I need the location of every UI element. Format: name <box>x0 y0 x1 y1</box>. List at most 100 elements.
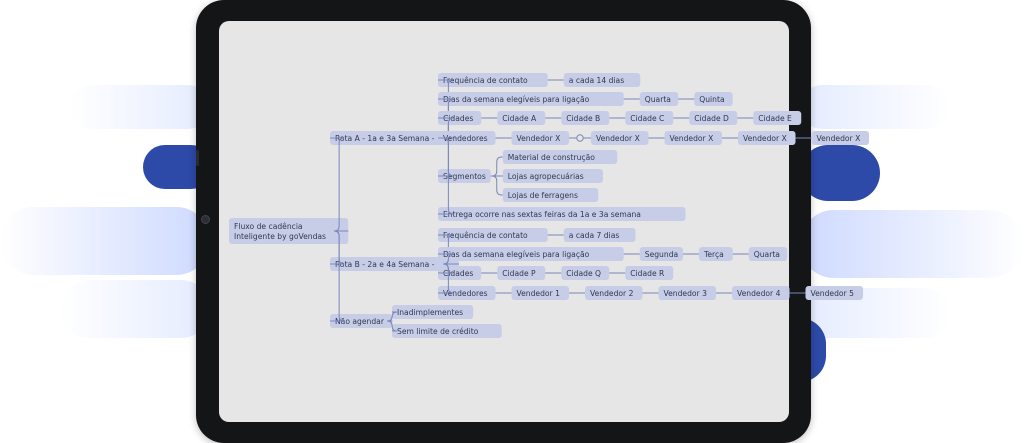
branch-0-child-4-sub-1-label: Lojas agropecuárias <box>508 172 584 181</box>
branch-0-child-3-chain-0: Vendedor X <box>511 131 569 145</box>
branch-1-child-3-chain-0: Vendedor 1 <box>511 286 569 300</box>
branch-0-child-2-chain-1-label: Cidade B <box>566 114 600 123</box>
edge-branch-2-child-1 <box>387 320 398 332</box>
branch-1-child-2-chain-1-label: Cidade Q <box>566 269 601 278</box>
branch-0-child-3-chain-2-box <box>664 131 722 145</box>
branch-0-child-1-chain-0-box <box>639 92 679 106</box>
branch-0-child-0: Frequência de contato <box>438 73 548 87</box>
branch-0-child-2-chain-2: Cidade C <box>625 111 674 125</box>
branch-0-child-3-chain-3-box <box>738 131 796 145</box>
branch-0-child-2-chain-2-box <box>625 111 674 125</box>
branch-0-child-2-chain-3: Cidade D <box>689 111 738 125</box>
branch-0-child-3-chain-0-box <box>511 131 569 145</box>
branch-0-child-4-sub-0: Material de construção <box>502 150 618 164</box>
branch-1-child-1-chain-0-label: Segunda <box>645 250 678 259</box>
branch-0-child-0-chain-0-box <box>563 73 641 87</box>
branch-node-1-label: Rota B - 2a e 4a Semana - <box>335 260 435 269</box>
branch-node-0: Rota A - 1a e 3a Semana - <box>330 131 459 145</box>
branch-0-child-1: Dias da semana elegíveis para ligação <box>438 92 624 106</box>
branch-2-child-0-box <box>392 305 474 319</box>
branch-1-child-0: Frequência de contato <box>438 228 548 242</box>
branch-2-child-1-box <box>392 324 502 338</box>
branch-0-child-3-chain-4: Vendedor X <box>811 131 869 145</box>
branch-0-child-0-label: Frequência de contato <box>443 76 528 85</box>
branch-0-child-2-chain-4-box <box>753 111 802 125</box>
branch-1-child-1-chain-2-box <box>748 247 788 261</box>
branch-1-child-2-label: Cidades <box>443 269 473 278</box>
branch-0-child-2-chain-3-box <box>689 111 738 125</box>
branch-1-child-0-box <box>438 228 548 242</box>
branch-1-child-3-chain-0-label: Vendedor 1 <box>517 289 561 298</box>
collapse-toggle-icon[interactable] <box>576 134 584 142</box>
branch-0-child-3-chain-3-label: Vendedor X <box>743 134 787 143</box>
branch-0-child-4-box <box>438 169 491 183</box>
branch-0-child-5-label: Entrega ocorre nas sextas feiras da 1a e… <box>443 210 641 219</box>
branch-0-child-3-box <box>438 131 496 145</box>
branch-1-child-2-chain-0-label: Cidade P <box>502 269 536 278</box>
branch-0-child-1-chain-1: Quinta <box>694 92 733 106</box>
branch-1-child-2-chain-2-box <box>625 266 674 280</box>
branch-0-child-4-sub-0-box <box>502 150 618 164</box>
branch-1-child-1-chain-0-box <box>639 247 683 261</box>
branch-2-child-0: Inadimplementes <box>392 305 474 319</box>
branch-0-child-2-chain-3-label: Cidade D <box>694 114 729 123</box>
branch-1-child-1-box <box>438 247 624 261</box>
branch-0-child-2-chain-2-label: Cidade C <box>630 114 664 123</box>
branch-1-child-2-chain-0-box <box>497 266 546 280</box>
branch-1-child-3-chain-2-box <box>658 286 716 300</box>
decor-glow-bar-left-top <box>70 85 210 129</box>
branch-1-child-3-chain-0-box <box>511 286 569 300</box>
branch-1-child-3-label: Vendedores <box>443 289 488 298</box>
branch-1-child-3-chain-1-box <box>585 286 643 300</box>
branch-0-child-1-label: Dias da semana elegíveis para ligação <box>443 95 590 104</box>
branch-0-child-1-chain-0: Quarta <box>639 92 679 106</box>
branch-0-child-4-sub-2-label: Lojas de ferragens <box>508 191 578 200</box>
decor-glow-bar-left-mid <box>0 207 210 275</box>
branch-1-child-3-chain-3-box <box>732 286 790 300</box>
branch-1-child-2-chain-1: Cidade Q <box>561 266 610 280</box>
branch-1-child-3-chain-2-label: Vendedor 3 <box>664 289 708 298</box>
branch-0-child-0-box <box>438 73 548 87</box>
branch-0-child-4-sub-2: Lojas de ferragens <box>502 188 599 202</box>
decor-glow-bar-left-bottom <box>60 280 210 338</box>
branch-1-child-1-chain-2-label: Quarta <box>754 250 780 259</box>
branch-node-2: Não agendar <box>330 314 393 328</box>
branch-0-child-1-chain-0-label: Quarta <box>645 95 671 104</box>
branch-1-child-3-chain-4-label: Vendedor 5 <box>811 289 855 298</box>
branch-0-child-3: Vendedores <box>438 131 496 145</box>
branch-1-child-1-chain-2: Quarta <box>748 247 788 261</box>
branch-1-child-2-chain-2: Cidade R <box>625 266 674 280</box>
branch-0-child-3-chain-1: Vendedor X <box>591 131 649 145</box>
branch-1-child-0-chain-0-label: a cada 7 dias <box>569 231 620 240</box>
branch-0-child-3-chain-3: Vendedor X <box>738 131 796 145</box>
branch-0-child-5-box <box>438 207 686 221</box>
branch-0-child-0-chain-0: a cada 14 dias <box>563 73 641 87</box>
branch-0-child-4-label: Segmentos <box>443 172 486 181</box>
branch-1-child-3-box <box>438 286 496 300</box>
branch-0-child-2-chain-1-box <box>561 111 610 125</box>
branch-0-child-3-label: Vendedores <box>443 134 488 143</box>
branch-1-child-0-chain-0: a cada 7 dias <box>563 228 636 242</box>
branch-0-child-4-sub-2-box <box>502 188 599 202</box>
decor-glow-bar-right-top <box>800 85 950 129</box>
branch-1-child-1-chain-1-box <box>699 247 733 261</box>
decor-glow-bar-right-mid <box>800 210 1024 278</box>
branch-0-child-3-chain-4-label: Vendedor X <box>817 134 861 143</box>
branch-0-child-4: Segmentos <box>438 169 491 183</box>
edge-sub-0-4-2 <box>490 175 503 196</box>
edge-branch-0-child-5 <box>438 137 459 215</box>
branch-0-child-1-chain-1-label: Quinta <box>699 95 724 104</box>
branch-node-0-label: Rota A - 1a e 3a Semana - <box>335 134 435 143</box>
branch-0-child-1-chain-1-box <box>694 92 733 106</box>
branch-0-child-2-chain-0: Cidade A <box>497 111 546 125</box>
branch-node-2-box <box>330 314 393 328</box>
branch-2-child-1-label: Sem limite de crédito <box>397 327 479 336</box>
edge-root-branch-2 <box>330 230 349 322</box>
branch-node-0-box <box>330 131 459 145</box>
branch-0-child-2-chain-0-label: Cidade A <box>502 114 537 123</box>
branch-1-child-3-chain-3-label: Vendedor 4 <box>737 289 781 298</box>
branch-0-child-2-label: Cidades <box>443 114 473 123</box>
branch-1-child-3-chain-1: Vendedor 2 <box>585 286 643 300</box>
branch-1-child-1-chain-1: Terça <box>699 247 733 261</box>
